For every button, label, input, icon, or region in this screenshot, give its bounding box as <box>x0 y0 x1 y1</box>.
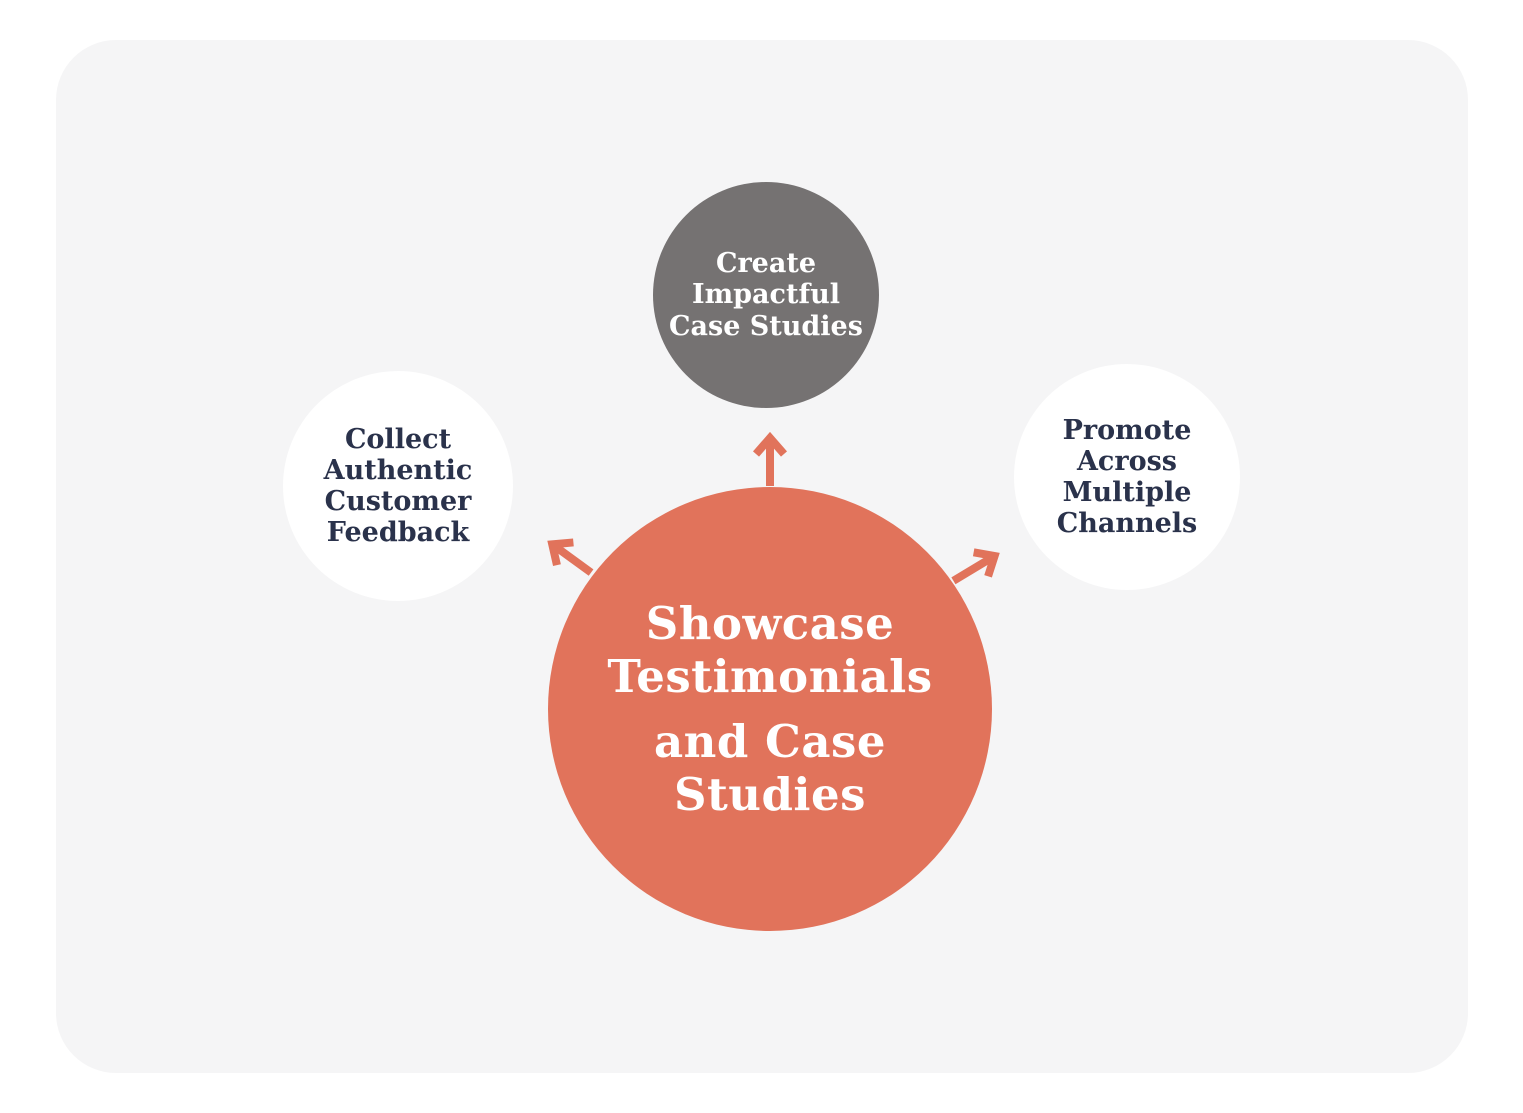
center-node-showcase-testimonials: Showcase Testimonials and Case Studies <box>548 487 992 931</box>
node-label: Collect Authentic Customer Feedback <box>323 423 473 549</box>
node-label: Promote Across Multiple Channels <box>1056 414 1198 540</box>
node-promote-across-multiple-channels: Promote Across Multiple Channels <box>1014 364 1240 590</box>
center-node-label-line2: and Case Studies <box>654 715 886 822</box>
node-label: Create Impactful Case Studies <box>669 248 863 342</box>
center-node-label-line1: Showcase Testimonials <box>607 596 933 703</box>
node-create-impactful-case-studies: Create Impactful Case Studies <box>653 182 879 408</box>
node-collect-authentic-customer-feedback: Collect Authentic Customer Feedback <box>283 371 513 601</box>
